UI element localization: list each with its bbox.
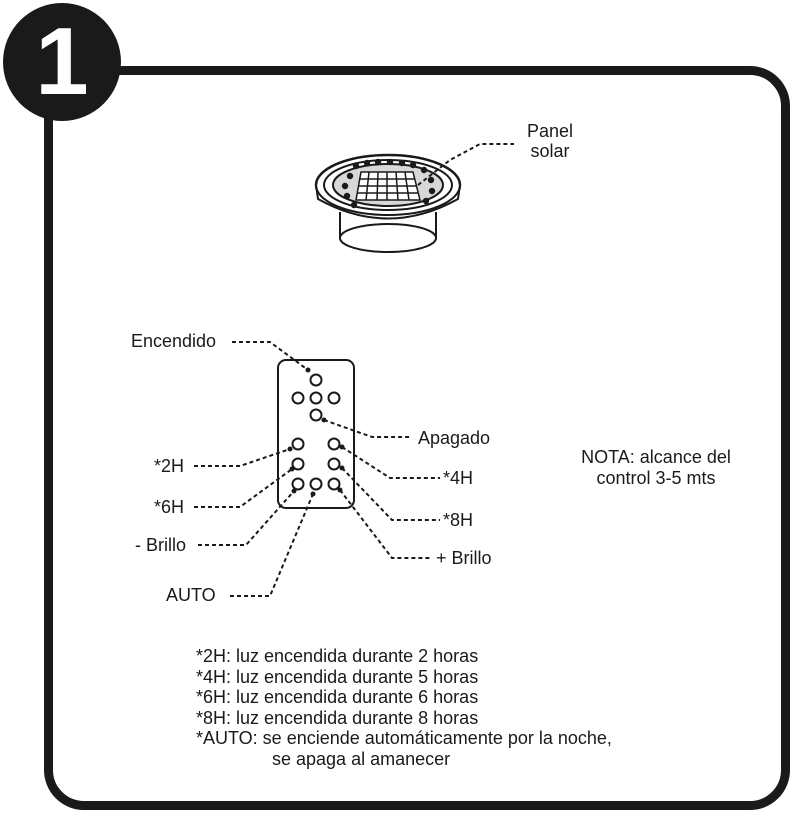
- footnote-2h: *2H: luz encendida durante 2 horas: [196, 646, 479, 666]
- leader-dots: [287, 367, 345, 497]
- led-dots: [341, 158, 436, 209]
- footnote-auto-cont: se apaga al amanecer: [272, 748, 451, 769]
- power-on-label: Encendido: [131, 331, 217, 351]
- timer-8h-label: *8H: [443, 510, 474, 530]
- timer-2h-label: *2H: [154, 456, 185, 476]
- footnote-8h: *8H: luz encendida durante 8 horas: [196, 707, 479, 728]
- footnote-6h: *6H: luz encendida durante 6 horas: [196, 687, 479, 707]
- range-note-line2: control 3-5 mts: [596, 468, 716, 488]
- footnote-4h: *4H: luz encendida durante 5 horas: [196, 666, 479, 687]
- step-badge: [3, 3, 121, 121]
- panel-label-line1: Panel: [526, 121, 574, 141]
- remote-leader-lines: [194, 341, 440, 597]
- range-note: NOTA: alcance del control 3-5 mts: [556, 447, 756, 489]
- timer-4h-label: *4H: [443, 468, 474, 488]
- step-number: 1: [35, 8, 89, 115]
- auto-label: AUTO: [166, 585, 216, 605]
- brightness-up-label: + Brillo: [436, 548, 492, 568]
- power-off-label: Apagado: [418, 428, 491, 448]
- solar-light-illustration: [314, 153, 462, 253]
- panel-label-line2: solar: [530, 141, 570, 161]
- remote-control: [277, 359, 355, 509]
- footnotes: *2H: luz encendida durante 2 horas *4H: …: [196, 646, 612, 769]
- panel-leader-line: [417, 143, 514, 186]
- timer-6h-label: *6H: [154, 497, 185, 517]
- footnote-auto: *AUTO: se enciende automáticamente por l…: [196, 728, 612, 748]
- range-note-line1: NOTA: alcance del: [581, 447, 731, 467]
- panel-label: Panel solar: [520, 121, 580, 161]
- solar-panel-grid: [355, 171, 421, 201]
- step-frame: [44, 66, 790, 810]
- brightness-down-label: - Brillo: [135, 535, 187, 555]
